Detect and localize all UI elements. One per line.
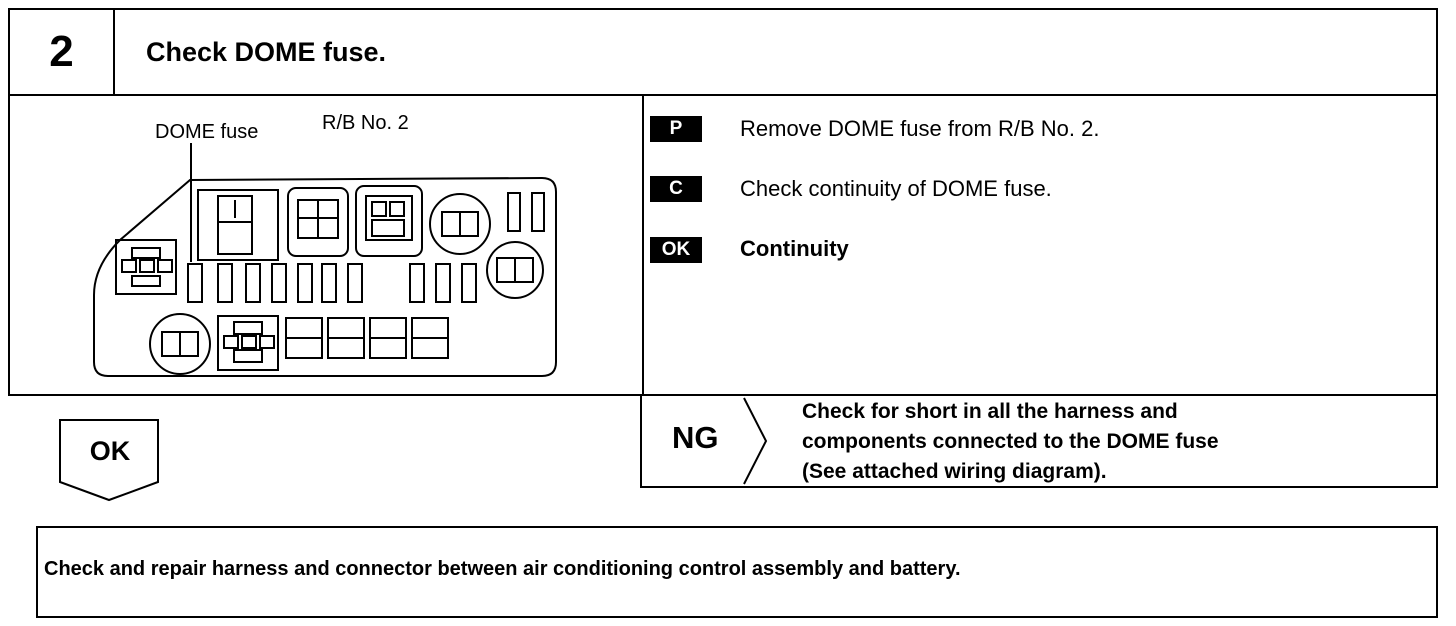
ng-instruction-line: (See attached wiring diagram). <box>802 460 1107 483</box>
step-number: 2 <box>49 27 74 76</box>
dome-fuse-label: DOME fuse <box>155 121 259 143</box>
procedure-badge-c: C <box>650 176 702 202</box>
ng-instruction-line: Check for short in all the harness and <box>802 400 1178 423</box>
header-divider <box>113 10 115 94</box>
repair-instruction-box <box>36 526 1438 618</box>
ng-branch-instruction: Check for short in all the harness and c… <box>802 397 1219 487</box>
procedure-badge-ok: OK <box>650 237 702 263</box>
ng-branch-label: NG <box>672 420 719 455</box>
ng-branch-box <box>640 394 1438 488</box>
ok-branch-label: OK <box>89 436 131 466</box>
procedure-text-remove: Remove DOME fuse from R/B No. 2. <box>740 116 1100 141</box>
ng-instruction-line: components connected to the DOME fuse <box>802 430 1219 453</box>
repair-instruction-text: Check and repair harness and connector b… <box>44 558 961 580</box>
procedure-text-result: Continuity <box>740 236 849 261</box>
procedure-text-check: Check continuity of DOME fuse. <box>740 176 1052 201</box>
ok-branch-arrow <box>59 419 159 502</box>
procedure-badge-p: P <box>650 116 702 142</box>
relay-block-label: R/B No. 2 <box>322 112 409 134</box>
body-divider <box>642 96 644 394</box>
relay-block-diagram <box>93 143 557 377</box>
ng-branch-chevron <box>743 397 768 485</box>
step-title: Check DOME fuse. <box>146 36 387 67</box>
